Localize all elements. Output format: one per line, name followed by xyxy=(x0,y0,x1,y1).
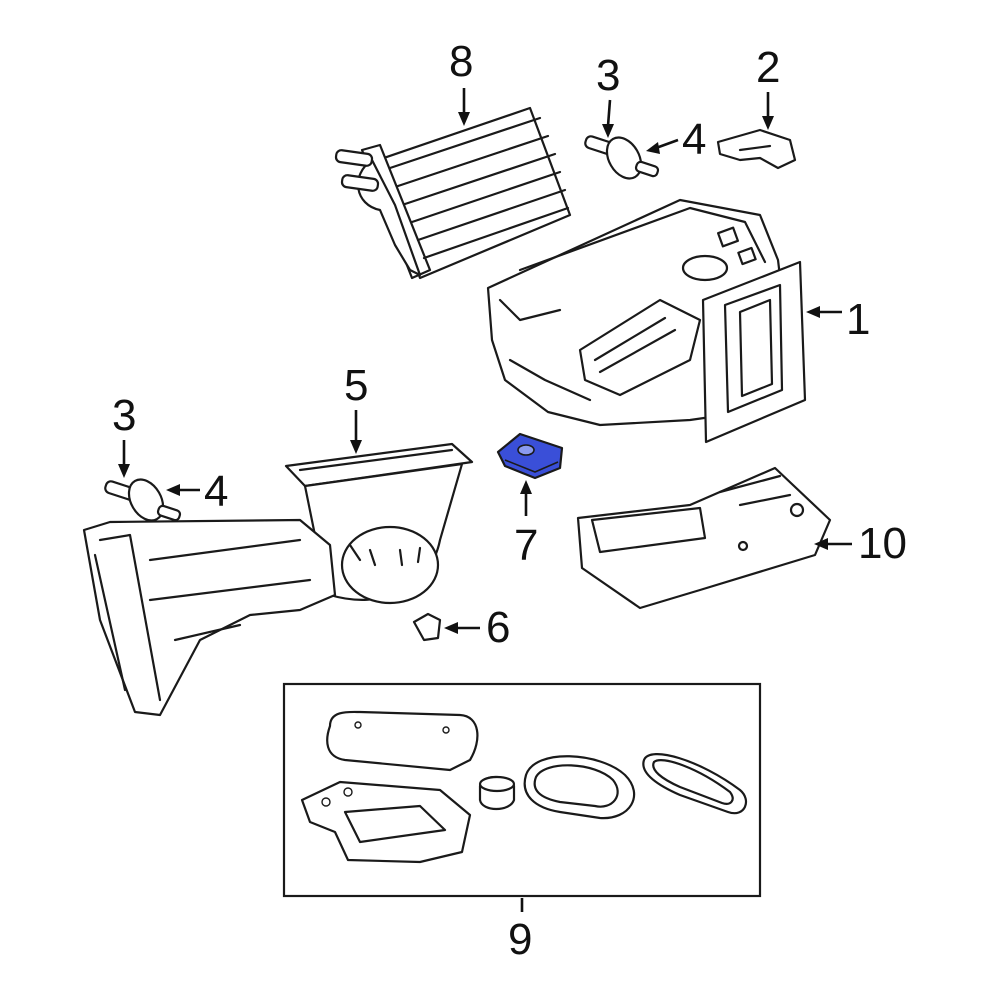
blower-duct-assembly[interactable] xyxy=(82,462,464,717)
callout-5: 5 xyxy=(344,361,369,410)
part-7-mount-highlighted[interactable] xyxy=(496,432,564,480)
part-5-seal[interactable] xyxy=(284,442,474,488)
part-3-4-upper-fastener[interactable] xyxy=(584,131,660,184)
callout-6: 6 xyxy=(486,603,511,652)
part-6-clip[interactable] xyxy=(412,612,442,642)
callout-8: 8 xyxy=(449,37,474,86)
callout-arrows xyxy=(118,88,852,912)
callout-2: 2 xyxy=(756,43,781,92)
part-1-hvac-case[interactable] xyxy=(486,198,807,444)
callout-3-upper: 3 xyxy=(596,51,621,100)
part-9-kit-contents xyxy=(300,710,748,864)
callout-10: 10 xyxy=(858,519,907,568)
callout-4-upper: 4 xyxy=(682,115,707,164)
part-10-floor-duct[interactable] xyxy=(576,466,832,610)
part-8-heater-core[interactable] xyxy=(334,106,572,280)
callout-3-lower: 3 xyxy=(112,391,137,440)
callout-9: 9 xyxy=(508,915,533,964)
part-3-4-lower-fastener[interactable] xyxy=(104,473,182,526)
callout-7: 7 xyxy=(514,521,539,570)
callout-1: 1 xyxy=(846,295,871,344)
part-2-clip[interactable] xyxy=(716,128,797,170)
callout-4-lower: 4 xyxy=(204,467,229,516)
part-9-kit-box[interactable] xyxy=(282,682,762,898)
